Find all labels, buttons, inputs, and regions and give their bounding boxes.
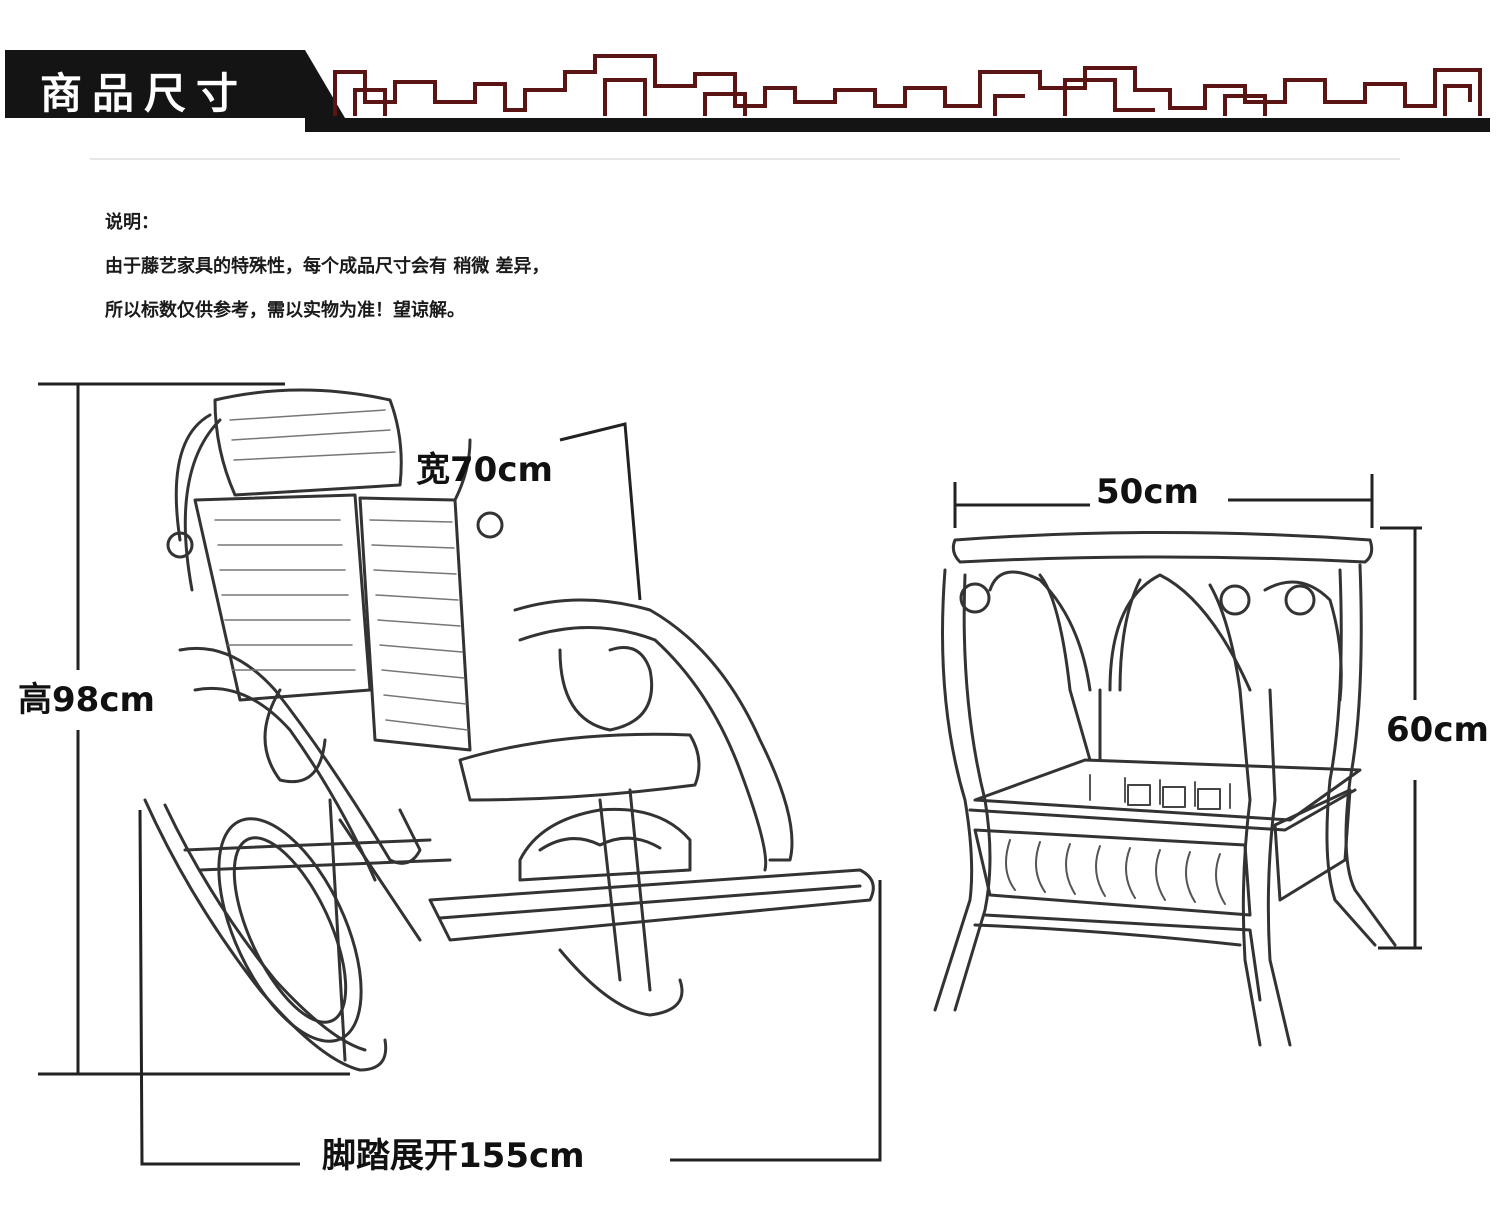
- header-divider: [90, 158, 1400, 160]
- section-header-banner: [5, 50, 1490, 132]
- header-underline: [305, 118, 1490, 132]
- footrest-extended-label: 脚踏展开155cm: [318, 1136, 589, 1176]
- rocking-chair-drawing: [143, 388, 875, 1072]
- chair-width-label: 宽70cm: [416, 450, 553, 490]
- header-black-tab: [5, 50, 345, 118]
- chair-height-label: 高98cm: [14, 680, 159, 720]
- notes-heading: 说明：: [105, 212, 159, 233]
- notes-block: 说明： 由于藤艺家具的特殊性，每个成品尺寸会有 稍微 差异， 所以标数仅供参考，…: [105, 208, 550, 340]
- table-height-label: 60cm: [1382, 710, 1493, 750]
- chinese-fret-pattern: [333, 54, 1482, 116]
- table-width-label: 50cm: [1092, 472, 1203, 512]
- notes-line-1: 由于藤艺家具的特殊性，每个成品尺寸会有 稍微 差异，: [105, 256, 550, 277]
- dimension-lines: [38, 382, 1422, 1166]
- side-table-drawing: [933, 531, 1397, 1047]
- section-title: 商品尺寸: [40, 69, 249, 118]
- notes-line-2: 所以标数仅供参考，需以实物为准！望谅解。: [105, 300, 465, 321]
